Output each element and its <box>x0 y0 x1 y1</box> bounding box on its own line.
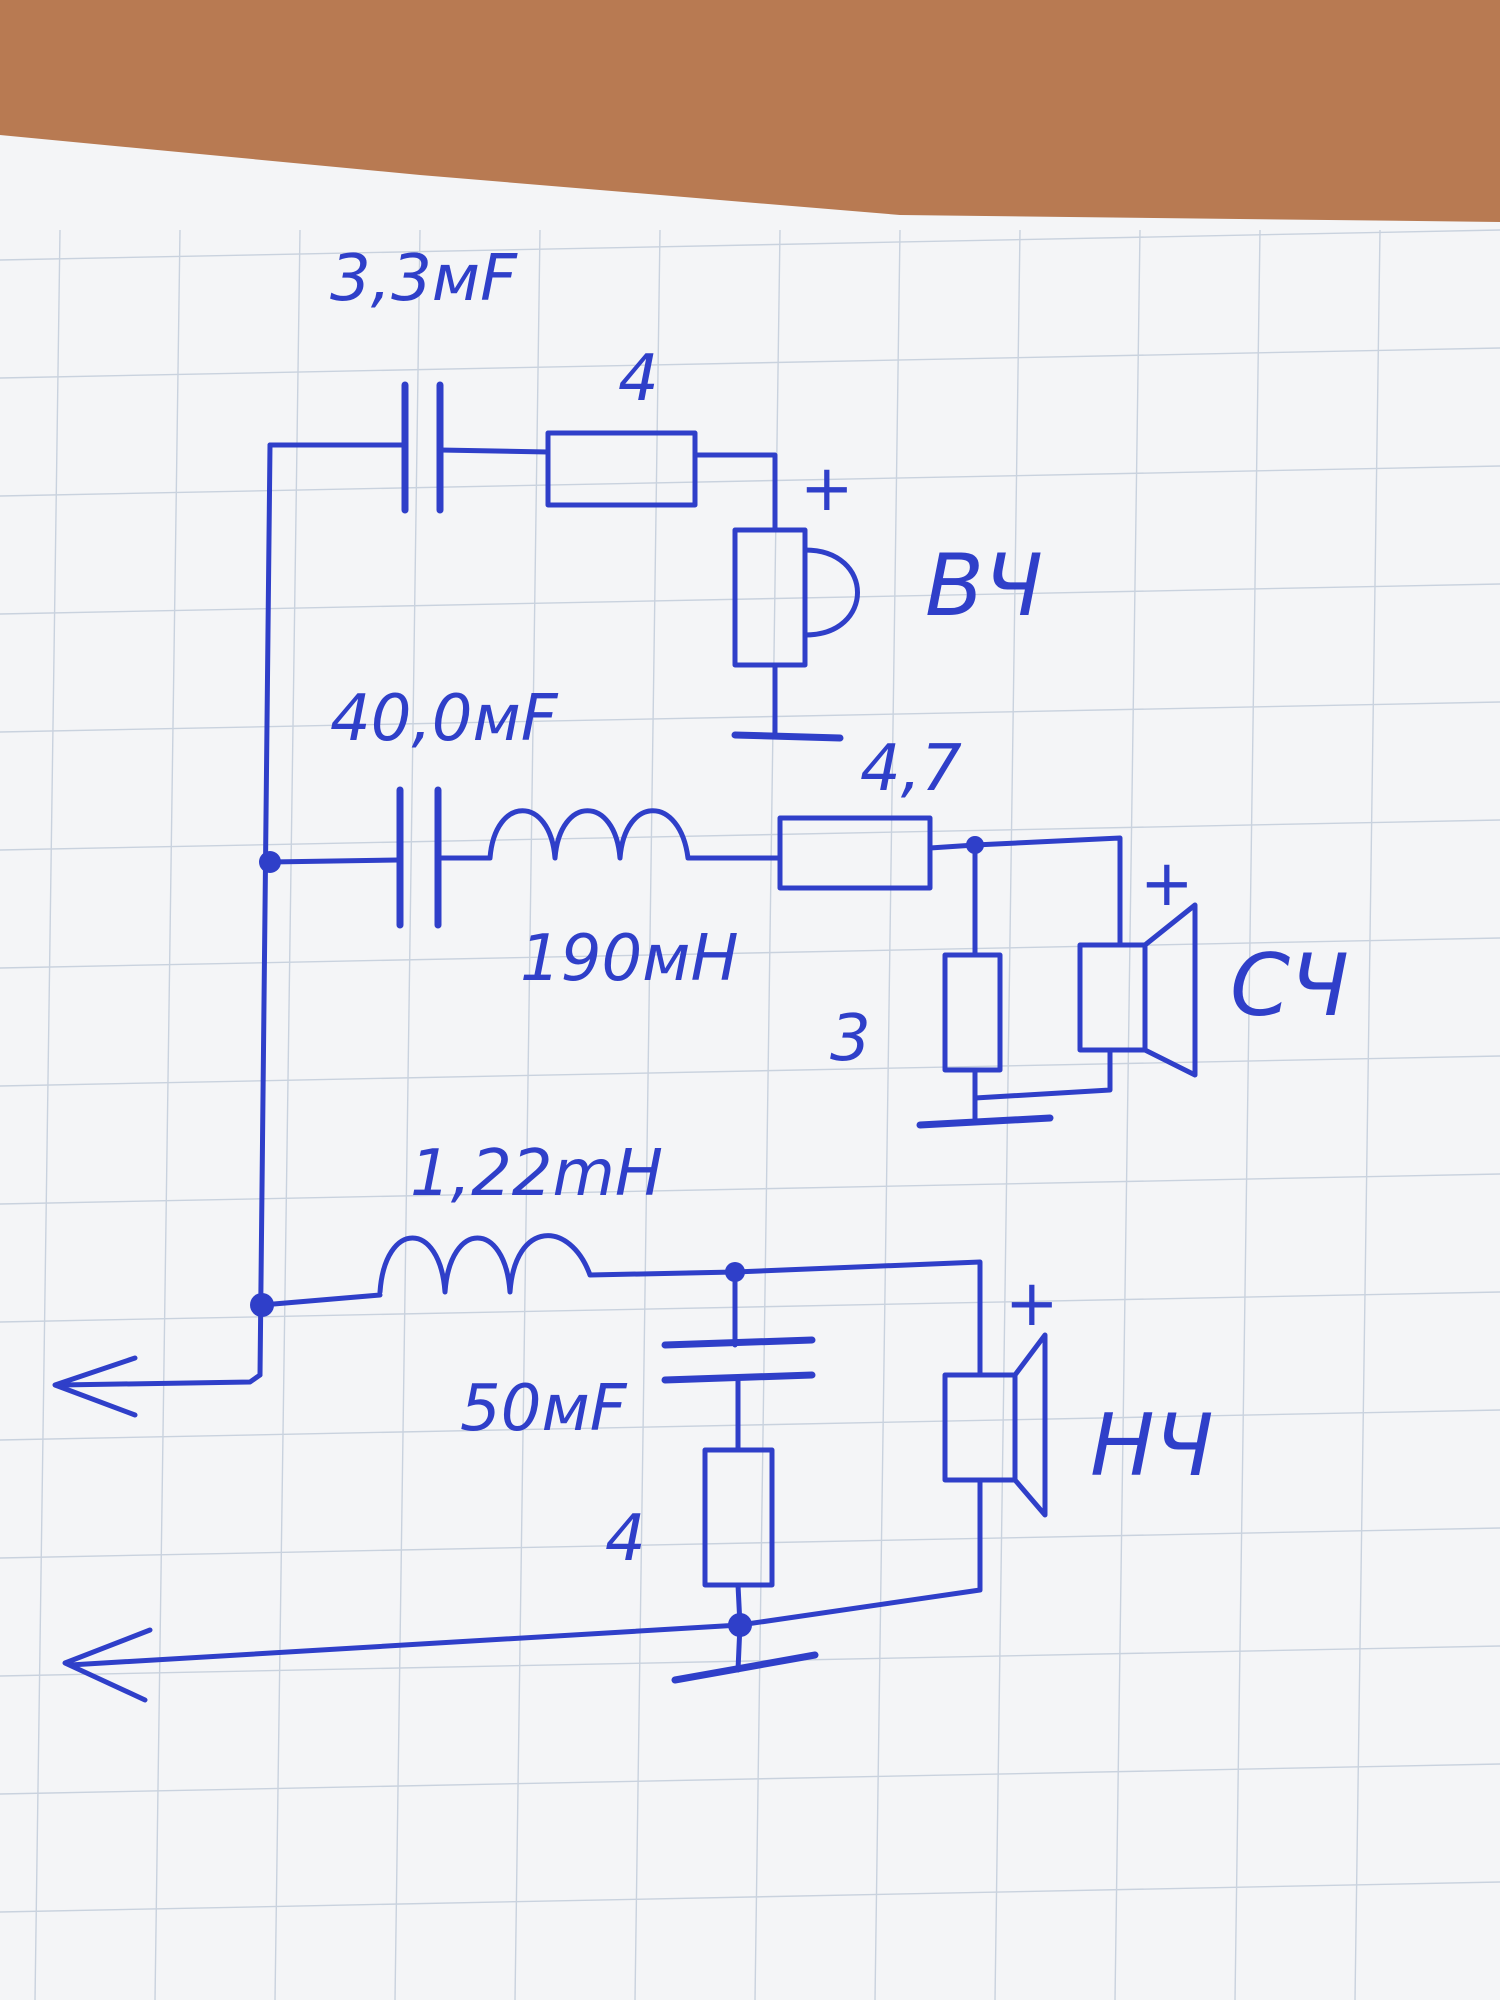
mid-inductor-label: 190мH <box>520 922 739 996</box>
grid-line-horizontal <box>0 937 1500 969</box>
bass-resistor <box>702 1447 775 1588</box>
mid-series-resistor <box>777 815 933 891</box>
tweeter-capacitor-label: 3,3мF <box>330 242 518 316</box>
tweeter-wire-mid <box>437 447 551 455</box>
bass-speaker-label: НЧ <box>1090 1396 1214 1496</box>
bass-speaker-return <box>737 1477 983 1628</box>
grid-line-horizontal <box>0 1409 1500 1441</box>
tweeter-plus-label: + <box>800 452 854 526</box>
grid-line-horizontal <box>0 1055 1500 1087</box>
left-junction-node-bottom <box>250 1293 274 1317</box>
mid-speaker-cone <box>1142 902 1198 1078</box>
mid-wire-right <box>927 835 1123 948</box>
grid-line-horizontal <box>0 347 1500 379</box>
tweeter-branch: 3,3мF 4 + ВЧ <box>257 242 1043 1378</box>
grid-line-horizontal <box>0 1291 1500 1323</box>
mid-capacitor-label: 40,0мF <box>330 682 559 756</box>
grid-line-horizontal <box>0 229 1500 261</box>
tweeter-ground <box>731 731 844 742</box>
mid-speaker-return <box>972 1047 1113 1101</box>
output-arrow-top <box>52 1355 138 1418</box>
bass-plus-label: + <box>1005 1267 1059 1341</box>
mid-shunt-resistor-label: 3 <box>830 1002 871 1076</box>
grid-line-horizontal <box>0 1645 1500 1677</box>
bass-capacitor-label: 50мF <box>460 1372 628 1446</box>
left-junction-node-top <box>259 851 281 873</box>
grid-line-vertical <box>874 229 901 2000</box>
tweeter-speaker-body <box>732 527 808 668</box>
output-wire-bottom <box>67 1622 743 1668</box>
grid-line-horizontal <box>0 1527 1500 1559</box>
mid-series-resistor-label: 4,7 <box>860 732 962 806</box>
tweeter-speaker-label: ВЧ <box>925 536 1043 636</box>
bass-junction-node <box>725 1262 745 1282</box>
grid-line-horizontal <box>0 1173 1500 1205</box>
mid-branch: 40,0мF 190мH 4,7 3 + СЧ <box>259 682 1349 1129</box>
grid-line-vertical <box>394 229 421 2000</box>
bass-inductor <box>377 1233 738 1295</box>
grid-line-vertical <box>514 229 541 2000</box>
output-arrow-bottom <box>62 1627 153 1703</box>
grid-line-horizontal <box>0 819 1500 851</box>
bass-ground <box>671 1651 819 1684</box>
bass-resistor-label: 4 <box>605 1502 646 1576</box>
grid-line-horizontal <box>0 701 1500 733</box>
grid-line-horizontal <box>0 1763 1500 1795</box>
mid-ground <box>916 1114 1054 1129</box>
grid-line-vertical <box>1234 229 1261 2000</box>
tweeter-resistor <box>545 430 698 508</box>
bass-wire-left <box>259 1292 383 1308</box>
grid-line-vertical <box>274 229 301 2000</box>
bass-capacitor-plate-1 <box>661 1336 816 1349</box>
grid-line-horizontal <box>0 465 1500 497</box>
bass-inductor-label: 1,22mH <box>410 1137 663 1211</box>
mid-inductor <box>435 808 783 861</box>
bass-branch: 1,22mH 50мF 4 + НЧ <box>52 1137 1214 1703</box>
grid-line-horizontal <box>0 583 1500 615</box>
grid-line-vertical <box>994 229 1021 2000</box>
grid-line-vertical <box>1354 229 1381 2000</box>
mid-wire-left <box>267 857 401 865</box>
mid-plus-label: + <box>1140 847 1194 921</box>
bass-speaker-cone <box>1012 1332 1048 1518</box>
bass-wire-right <box>732 1259 983 1378</box>
grid-line-vertical <box>34 229 61 2000</box>
grid-line-vertical <box>154 229 181 2000</box>
tweeter-resistor-label: 4 <box>618 342 659 416</box>
mid-shunt-resistor <box>942 952 1003 1073</box>
mid-junction-node <box>966 836 984 854</box>
paper-grid <box>0 229 1500 2000</box>
tweeter-speaker-dome <box>802 547 860 638</box>
tweeter-wire-right <box>692 452 778 533</box>
main-wire <box>257 442 273 1378</box>
mid-speaker-label: СЧ <box>1230 936 1349 1036</box>
grid-line-vertical <box>1114 229 1141 2000</box>
ground-junction-node <box>728 1613 752 1637</box>
grid-line-vertical <box>634 229 661 2000</box>
notebook-paper <box>0 135 1500 2000</box>
output-wire-top <box>57 1372 263 1388</box>
grid-line-horizontal <box>0 1881 1500 1913</box>
